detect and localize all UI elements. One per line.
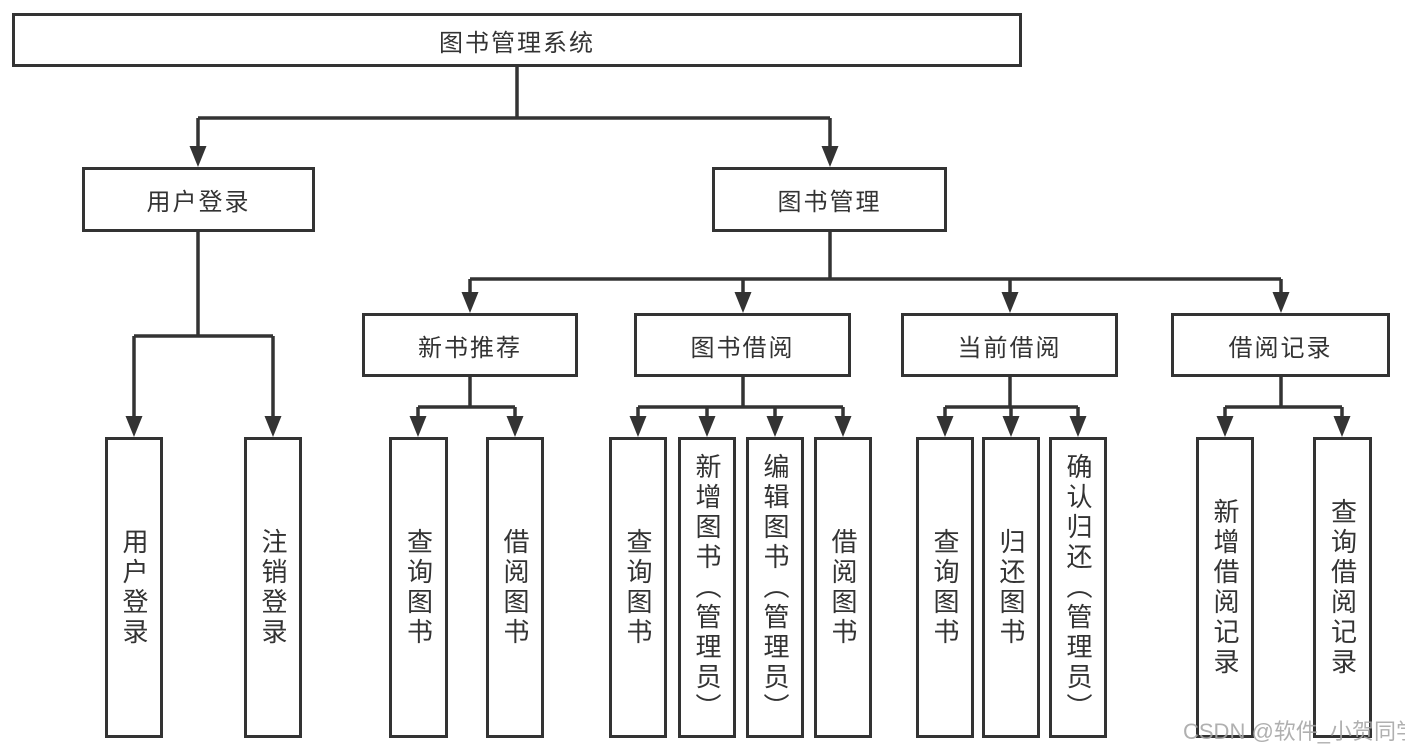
node-new-book-recommendation: 新书推荐	[362, 313, 578, 377]
leaf-logout: 注销登录	[244, 437, 302, 738]
leaf-user-login: 用户登录	[105, 437, 163, 738]
leaf-query-books-borrowing: 查询图书	[609, 437, 667, 738]
leaf-borrow-books-borrowing: 借阅图书	[814, 437, 872, 738]
node-root-book-management-system: 图书管理系统	[12, 13, 1022, 67]
node-book-borrowing: 图书借阅	[634, 313, 851, 377]
leaf-query-books-recommend: 查询图书	[389, 437, 448, 738]
leaf-query-borrow-record: 查询借阅记录	[1313, 437, 1372, 738]
leaf-borrow-books-recommend: 借阅图书	[486, 437, 544, 738]
leaf-add-book-admin: 新增图书（管理员）	[678, 437, 736, 738]
leaf-return-books: 归还图书	[982, 437, 1040, 738]
leaf-query-books-current: 查询图书	[916, 437, 974, 738]
node-current-borrowing: 当前借阅	[901, 313, 1118, 377]
leaf-confirm-return-admin: 确认归还（管理员）	[1049, 437, 1107, 738]
leaf-add-borrow-record: 新增借阅记录	[1196, 437, 1254, 738]
node-book-management: 图书管理	[712, 167, 947, 232]
connector-lines	[132, 67, 1344, 421]
csdn-watermark: CSDN @软件_小贺同学	[1183, 719, 1405, 744]
leaf-edit-book-admin: 编辑图书（管理员）	[746, 437, 804, 738]
node-user-login: 用户登录	[82, 167, 315, 232]
node-borrowing-records: 借阅记录	[1171, 313, 1390, 377]
